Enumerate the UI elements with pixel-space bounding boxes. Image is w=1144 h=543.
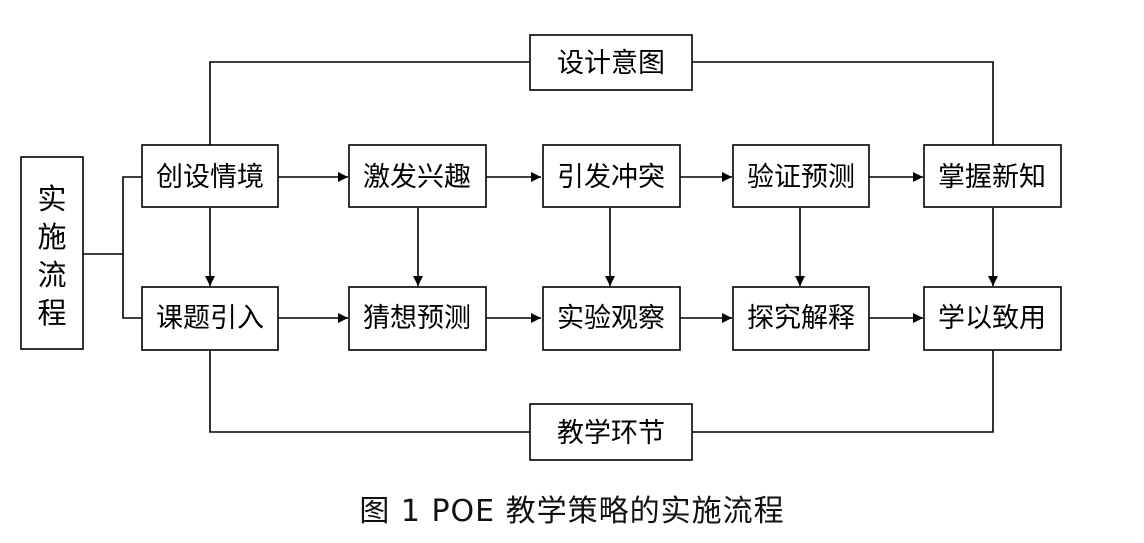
bottom-label: 教学环节 (557, 418, 665, 449)
left-label-char: 实 (37, 182, 66, 216)
flow-diagram: 设计意图 教学环节 创设情境 激发兴趣 引发冲突 验证预测 掌握新知 课题引入 … (20, 34, 1062, 461)
left-label-char: 施 (37, 220, 66, 254)
bottom-step-box-3 (542, 286, 681, 351)
bottom-frame-line (209, 350, 530, 433)
left-label-char: 程 (37, 296, 66, 330)
top-step-3: 引发冲突 (557, 162, 665, 193)
bottom-step-box-5 (923, 286, 1062, 351)
top-label: 设计意图 (557, 48, 665, 79)
top-label-box (529, 34, 693, 91)
top-step-5: 掌握新知 (938, 162, 1046, 193)
bottom-step-3: 实验观察 (557, 303, 665, 334)
left-label: 实施流程 (37, 182, 66, 330)
top-step-2: 激发兴趣 (363, 162, 471, 193)
top-step-box-1 (141, 144, 279, 208)
bottom-step-box-4 (732, 286, 870, 351)
left-bracket-vertical (122, 176, 142, 319)
bottom-step-4: 探究解释 (747, 303, 855, 334)
bottom-step-box-1 (141, 286, 279, 351)
top-frame-line-right (692, 61, 994, 145)
bottom-frame-line-right (692, 350, 994, 433)
top-step-1: 创设情境 (156, 162, 264, 193)
bottom-step-box-2 (348, 286, 487, 351)
top-step-box-3 (542, 144, 681, 208)
top-step-box-2 (348, 144, 487, 208)
top-step-4: 验证预测 (747, 162, 855, 193)
bottom-step-2: 猜想预测 (363, 303, 471, 334)
figure-caption: 图 1 POE 教学策略的实施流程 (359, 494, 785, 529)
top-step-box-5 (923, 144, 1062, 208)
left-vertical-box (20, 156, 84, 350)
bottom-step-5: 学以致用 (938, 303, 1046, 334)
top-step-box-4 (732, 144, 870, 208)
bottom-step-1: 课题引入 (156, 303, 264, 334)
top-frame-line (209, 61, 530, 145)
left-label-char: 流 (37, 258, 66, 292)
bottom-label-box (529, 403, 693, 461)
